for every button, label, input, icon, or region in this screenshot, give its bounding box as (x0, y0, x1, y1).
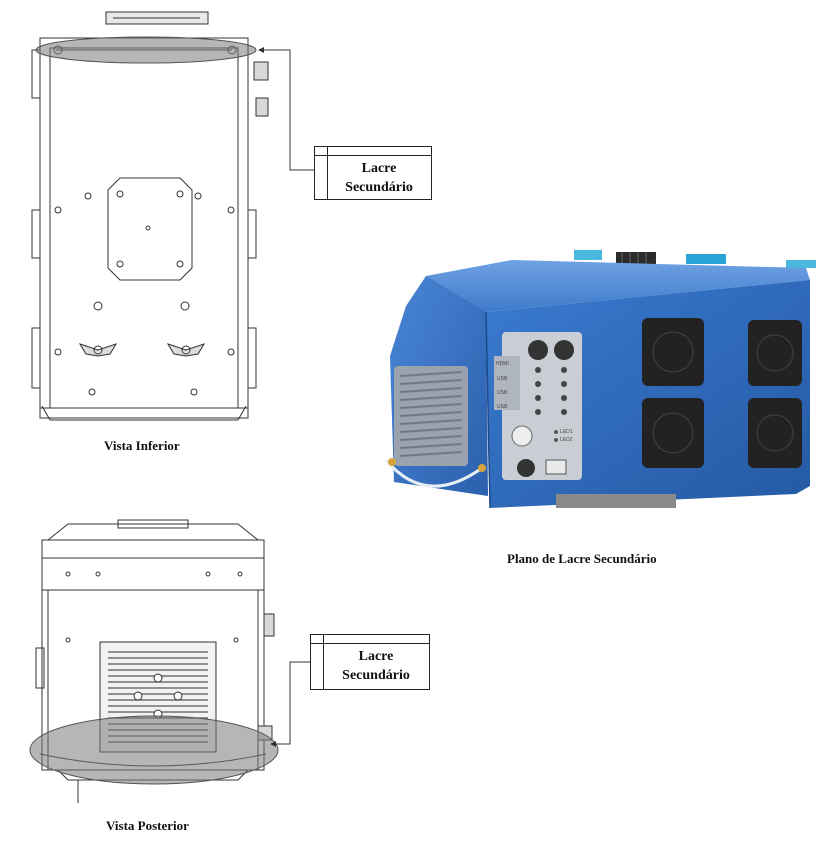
bottom-callout-leader (270, 661, 312, 747)
port-label-usb-3: USB (497, 404, 508, 410)
caption-plano-lacre: Plano de Lacre Secundário (507, 551, 657, 566)
bottom-callout-line2: Secundário (342, 668, 410, 683)
rear-view-drawing (29, 519, 279, 803)
device-render (384, 250, 816, 509)
led-label-2: LED2 (560, 437, 573, 443)
bottom-callout-line1: Lacre (358, 649, 394, 664)
top-callout-leader (258, 47, 316, 171)
bottom-seal-callout: Lacre Secundário (310, 634, 430, 690)
caption-vista-inferior: Vista Inferior (104, 438, 180, 453)
port-label-usb-2: USB (497, 390, 508, 396)
port-label-usb-1: USB (497, 376, 508, 382)
port-label-hdmi: HDMI (496, 361, 509, 367)
top-seal-callout: Lacre Secundário (314, 146, 432, 200)
top-callout-line1: Lacre (361, 161, 397, 176)
led-label-1: LED1 (560, 429, 573, 435)
bottom-view-drawing (31, 11, 269, 421)
caption-vista-posterior: Vista Posterior (106, 818, 189, 833)
top-callout-line2: Secundário (345, 180, 413, 195)
